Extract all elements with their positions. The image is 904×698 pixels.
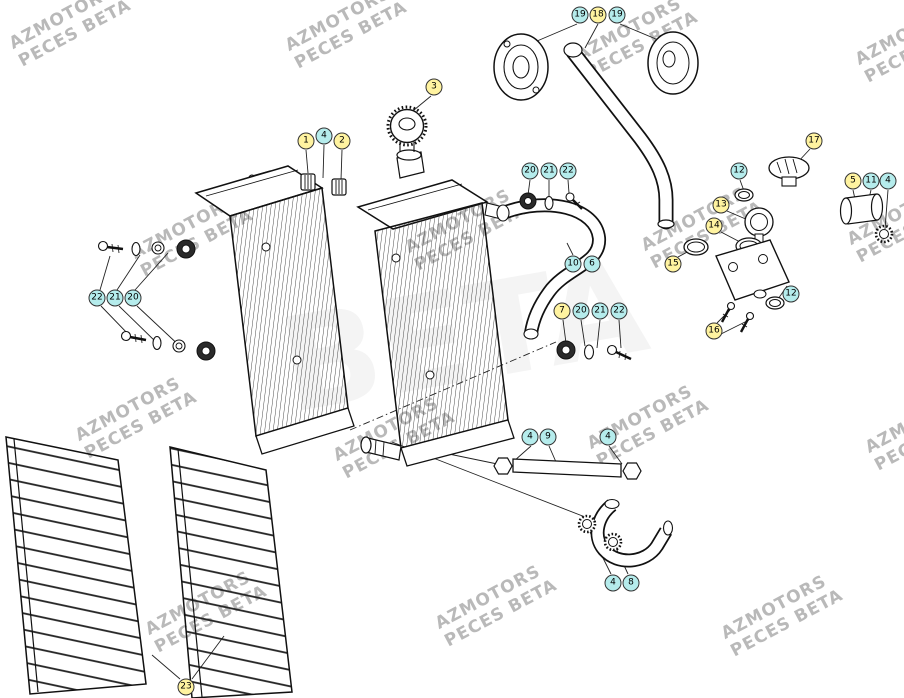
callout-16[interactable]: 16 xyxy=(705,322,723,340)
callout-5[interactable]: 5 xyxy=(844,172,862,190)
left-fasteners-drawing xyxy=(97,239,216,361)
top-bushings-drawing xyxy=(300,173,347,196)
callout-21[interactable]: 21 xyxy=(106,289,124,307)
callout-2[interactable]: 2 xyxy=(333,132,351,150)
callout-9[interactable]: 9 xyxy=(539,428,557,446)
callout-8[interactable]: 8 xyxy=(622,574,640,592)
callout-19[interactable]: 19 xyxy=(608,6,626,24)
callout-20[interactable]: 20 xyxy=(572,302,590,320)
callout-20[interactable]: 20 xyxy=(124,289,142,307)
callout-12[interactable]: 12 xyxy=(730,162,748,180)
callout-12[interactable]: 12 xyxy=(782,285,800,303)
callout-4[interactable]: 4 xyxy=(315,127,333,145)
callout-22[interactable]: 22 xyxy=(88,289,106,307)
callout-1[interactable]: 1 xyxy=(297,132,315,150)
callout-11[interactable]: 11 xyxy=(862,172,880,190)
radiator-cap-drawing xyxy=(386,105,428,152)
callout-4[interactable]: 4 xyxy=(879,172,897,190)
callout-21[interactable]: 21 xyxy=(591,302,609,320)
lower-hose-drawing xyxy=(493,457,642,480)
center-bottom-fasteners-drawing xyxy=(556,340,632,361)
filler-flange-drawing xyxy=(493,33,549,101)
callout-7[interactable]: 7 xyxy=(553,302,571,320)
callout-4[interactable]: 4 xyxy=(521,428,539,446)
callout-23[interactable]: 23 xyxy=(177,678,195,696)
callout-18[interactable]: 18 xyxy=(589,6,607,24)
cover-disc-drawing xyxy=(647,31,699,95)
callout-4[interactable]: 4 xyxy=(604,574,622,592)
callout-19[interactable]: 19 xyxy=(571,6,589,24)
overflow-tube-drawing xyxy=(563,42,675,230)
callout-15[interactable]: 15 xyxy=(664,255,682,273)
callout-10[interactable]: 10 xyxy=(564,255,582,273)
callout-21[interactable]: 21 xyxy=(540,162,558,180)
thermostat-assembly-drawing xyxy=(683,156,810,310)
louver-panels-drawing xyxy=(5,436,293,698)
callout-3[interactable]: 3 xyxy=(425,78,443,96)
sleeve-clamp-drawing xyxy=(839,193,894,244)
callout-20[interactable]: 20 xyxy=(521,162,539,180)
center-top-fasteners-drawing xyxy=(519,192,583,211)
callout-6[interactable]: 6 xyxy=(583,255,601,273)
elbow-hose-drawing xyxy=(577,498,674,568)
callout-13[interactable]: 13 xyxy=(712,196,730,214)
radiator-right-drawing xyxy=(356,149,515,467)
radiator-left-drawing xyxy=(194,165,355,455)
callout-14[interactable]: 14 xyxy=(705,217,723,235)
callout-4[interactable]: 4 xyxy=(599,428,617,446)
callout-17[interactable]: 17 xyxy=(805,132,823,150)
thermostat-bolts-drawing xyxy=(720,301,755,333)
callout-22[interactable]: 22 xyxy=(559,162,577,180)
callout-22[interactable]: 22 xyxy=(610,302,628,320)
